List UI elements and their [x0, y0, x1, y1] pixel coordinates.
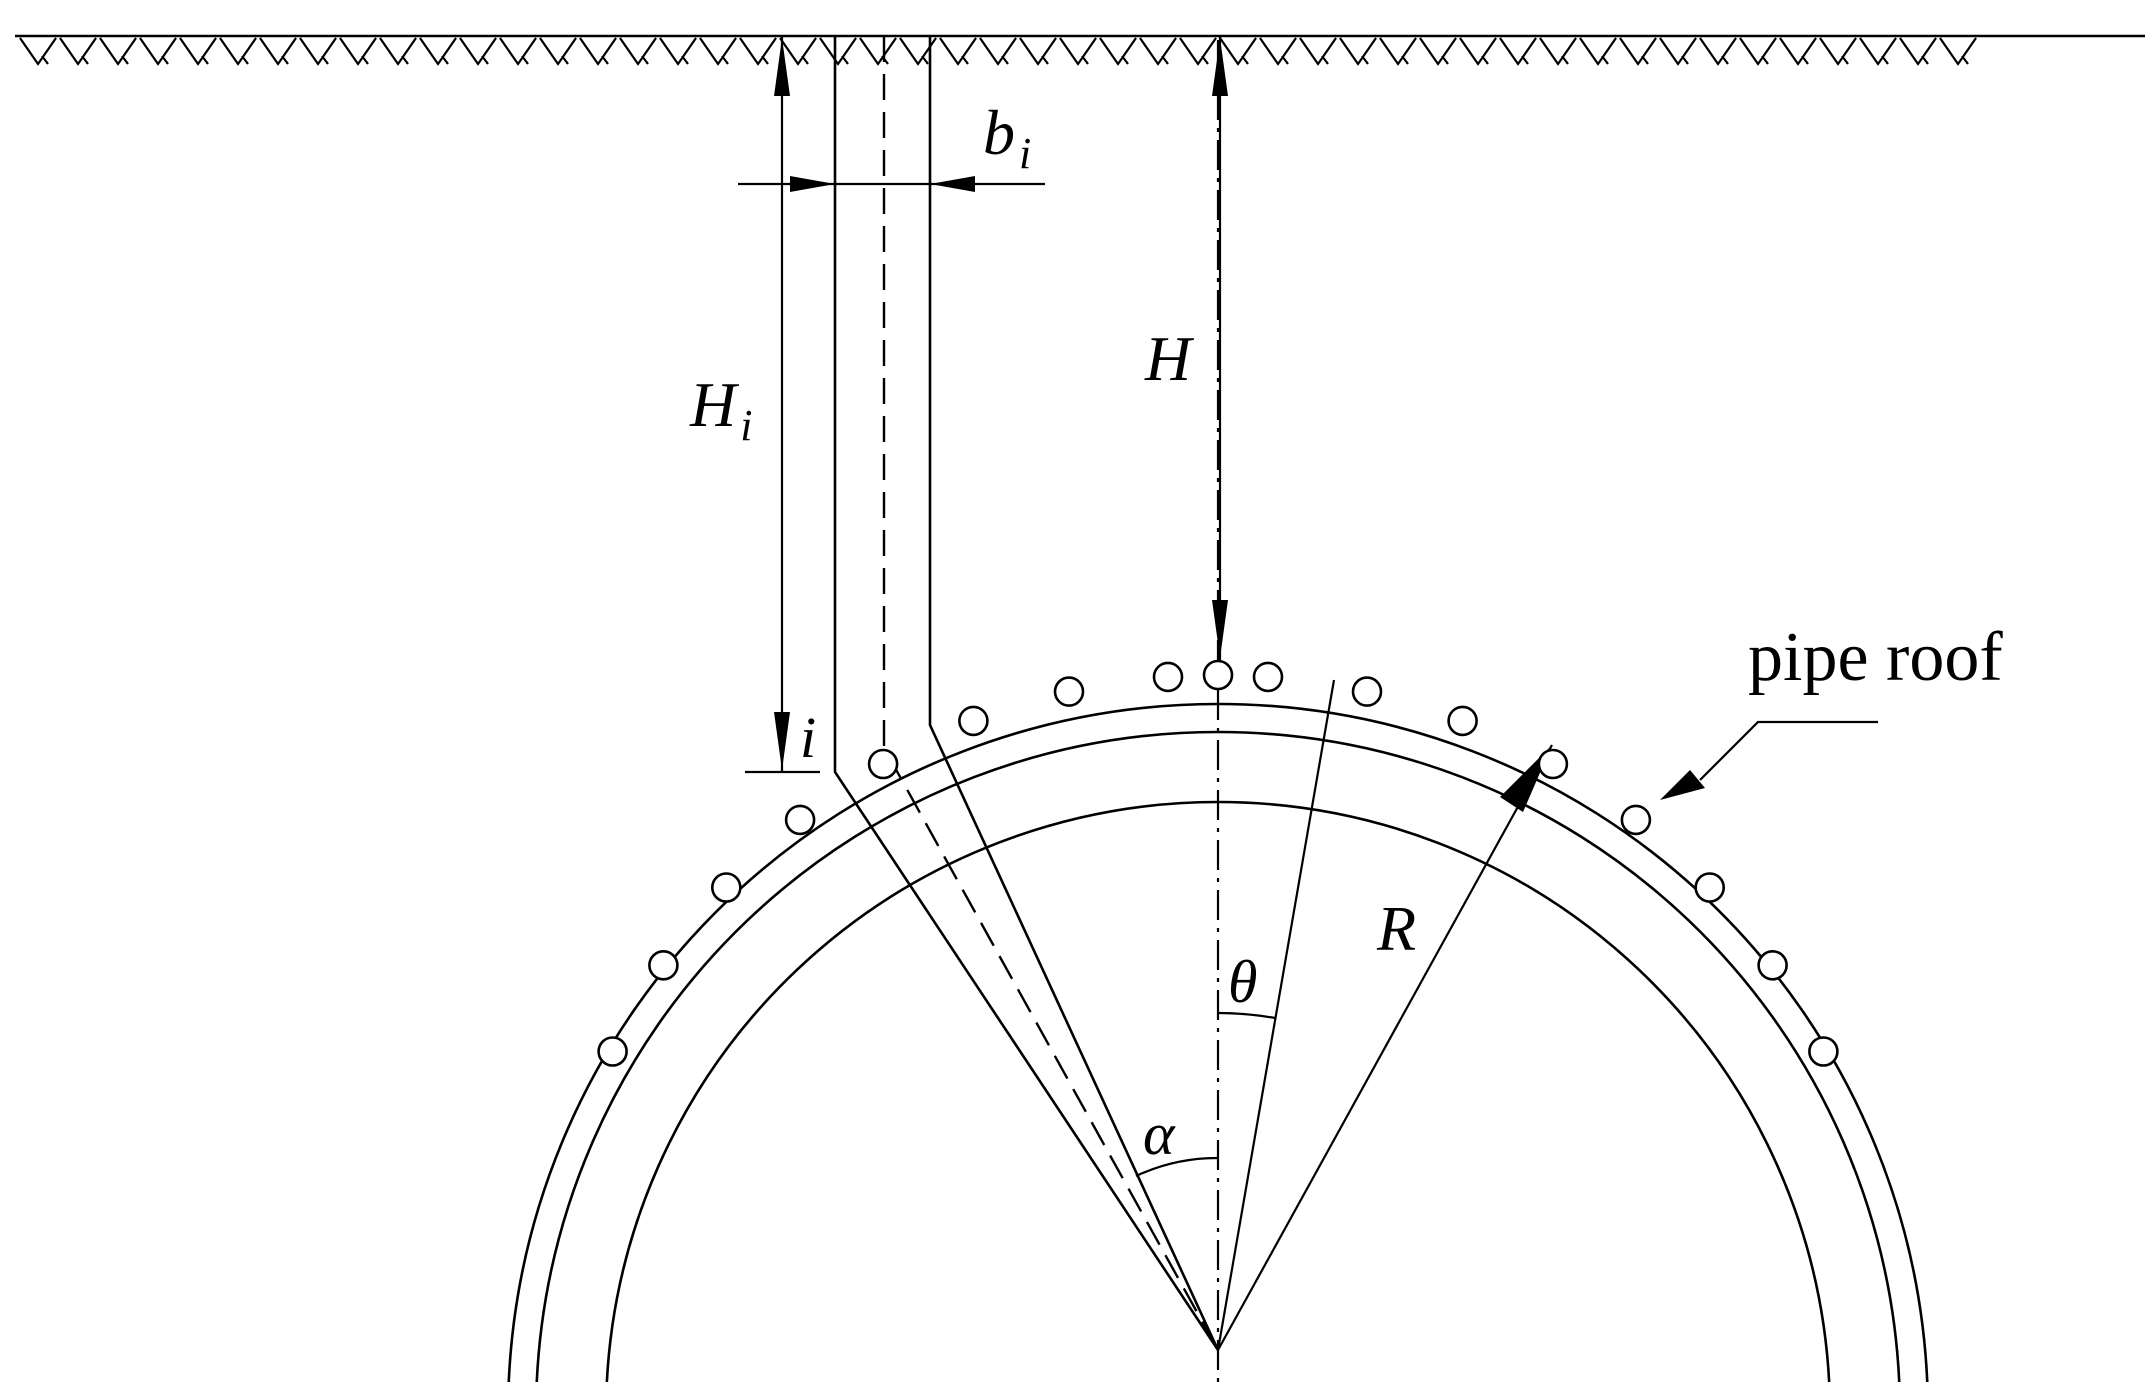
pipe-circle — [867, 748, 899, 780]
pipe-circle — [648, 949, 679, 981]
pipe-circle — [1620, 804, 1652, 836]
pipe-circle — [1447, 705, 1478, 737]
ground-hatching — [19, 37, 1977, 66]
pipe-circle — [1351, 676, 1383, 707]
alpha-angle-arc — [1135, 1156, 1219, 1177]
strip-centerline — [882, 36, 1220, 1351]
label-point-i: i — [800, 705, 816, 770]
pipe-circle — [1757, 949, 1788, 981]
strip-left-edge — [833, 36, 1220, 1351]
pipe-circle — [1152, 661, 1184, 693]
label-radius: R — [1376, 893, 1416, 964]
pipe-circle — [1808, 1036, 1839, 1067]
label-depth-i: Hi — [689, 369, 752, 450]
pipe-circle — [597, 1036, 628, 1067]
label-theta: θ — [1228, 949, 1257, 1015]
pipe-roof-pipes — [597, 659, 1839, 1067]
pipe-circle — [1537, 748, 1569, 780]
depth-dimension — [1212, 36, 1228, 660]
arrow-head — [774, 38, 790, 96]
pipe-circle — [1252, 661, 1284, 693]
width-i-dimension — [738, 176, 1045, 192]
label-alpha: α — [1143, 1101, 1176, 1167]
arrow-head — [1212, 600, 1228, 658]
ground-surface — [15, 34, 2145, 66]
radius-line-R — [1217, 744, 1553, 1351]
label-depth: H — [1144, 323, 1195, 394]
theta-angle-arc — [1217, 1011, 1276, 1020]
strip-right-edge — [928, 36, 1220, 1351]
arrow-head — [1660, 770, 1705, 800]
depth-i-dimension — [745, 36, 820, 774]
label-width-i: bi — [983, 97, 1031, 178]
arrow-head — [1212, 38, 1228, 96]
arrow-head — [774, 712, 790, 770]
arrow-head — [930, 176, 975, 192]
pipe-circle — [958, 705, 989, 737]
pipe-circle-top — [1202, 659, 1234, 691]
hatch-marks — [19, 37, 1977, 66]
pipe-circle — [784, 804, 816, 836]
pipe-roof-leader — [1660, 720, 1878, 800]
pipe-circle — [1694, 872, 1725, 903]
pipe-circle — [710, 872, 742, 903]
arrow-head — [790, 176, 835, 192]
pipe-circle — [1053, 676, 1085, 707]
soil-strip — [833, 36, 1220, 1351]
label-pipe-roof: pipe roof — [1748, 619, 2003, 696]
radius-line-theta — [1216, 679, 1336, 1351]
